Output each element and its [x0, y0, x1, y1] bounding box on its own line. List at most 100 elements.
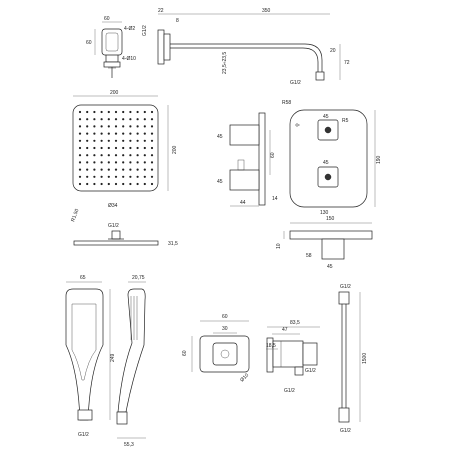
nozzle-dot	[114, 110, 118, 114]
outlet-side-view: 83,5 47 18,5 G1/2 G1/2	[266, 320, 320, 394]
dimension-label: 31,5	[168, 241, 178, 247]
nozzle-dot	[86, 154, 89, 157]
nozzle-dot	[107, 154, 110, 157]
dimension-label: 350	[262, 8, 271, 14]
nozzle-dot	[100, 182, 103, 186]
nozzle-dot	[107, 146, 110, 150]
nozzle-dot	[86, 182, 89, 186]
dimension-label: G1/2	[284, 388, 295, 394]
nozzle-dot	[114, 154, 118, 157]
dimension-label: R1,50	[70, 208, 80, 223]
nozzle-dot	[100, 168, 103, 171]
nozzle-dot	[107, 161, 110, 164]
nozzle-dot	[143, 175, 146, 178]
nozzle-dot	[143, 125, 146, 128]
nozzle-dot	[150, 182, 154, 186]
nozzle-dot	[100, 125, 103, 128]
nozzle-dot	[136, 139, 139, 142]
nozzle-dot	[107, 118, 110, 121]
nozzle-dot	[107, 168, 110, 171]
nozzle-dot	[143, 146, 146, 150]
nozzle-dot	[122, 168, 125, 171]
nozzle-dot	[122, 161, 125, 164]
nozzle-dot	[129, 182, 132, 186]
dimension-label: 60	[104, 16, 110, 22]
dimension-label: 8	[176, 18, 179, 24]
nozzle-dot	[93, 182, 96, 186]
nozzle-dot	[143, 168, 146, 171]
dimension-label: 60	[270, 152, 276, 158]
nozzle-dot	[107, 110, 110, 114]
dimension-label: 4-Ø2	[124, 26, 135, 32]
nozzle-dot	[150, 118, 154, 121]
dimension-label: 65	[80, 275, 86, 281]
nozzle-dot	[100, 161, 103, 164]
nozzle-dot	[122, 154, 125, 157]
nozzle-dot	[136, 110, 139, 114]
nozzle-dot	[114, 161, 118, 164]
dimension-label: 60	[182, 350, 188, 356]
nozzle-dot	[86, 118, 89, 121]
nozzle-dot	[107, 175, 110, 178]
nozzle-dot	[114, 146, 118, 150]
nozzle-dot	[78, 182, 82, 186]
nozzle-dot	[150, 168, 154, 171]
dimension-label: R58	[282, 100, 291, 106]
dimension-label: G1/2	[340, 428, 351, 434]
dimension-label: 20,75	[132, 275, 145, 281]
nozzle-dot	[78, 110, 82, 114]
nozzle-dot	[122, 118, 125, 121]
nozzle-dot	[100, 139, 103, 142]
nozzle-dot	[114, 125, 118, 128]
dimension-label: R5	[342, 118, 349, 124]
nozzle-dot	[122, 110, 125, 114]
nozzle-dot	[129, 161, 132, 164]
dimension-label: 60	[86, 40, 92, 46]
nozzle-dot	[129, 146, 132, 150]
nozzle-dot	[107, 125, 110, 128]
nozzle-dot	[93, 161, 96, 164]
dimension-label: 45	[323, 114, 329, 120]
nozzle-dot	[86, 125, 89, 128]
dimension-label: 83,5	[290, 320, 300, 326]
nozzle-dot	[122, 182, 125, 186]
dimension-label: 45	[217, 134, 223, 140]
wall-bracket-view: 60 60 4-Ø2 4-Ø10	[86, 16, 136, 78]
nozzle-dot	[143, 161, 146, 164]
nozzle-dot	[100, 118, 103, 121]
nozzle-dot	[150, 175, 154, 178]
nozzle-dot	[150, 125, 154, 128]
dimension-label: 20	[330, 48, 336, 54]
dimension-label: G1/2	[108, 223, 119, 229]
nozzle-dot	[143, 118, 146, 121]
dimension-label: 72	[344, 60, 350, 66]
dimension-label: 150	[326, 216, 335, 222]
nozzle-dot	[86, 175, 89, 178]
dimension-label: G1/2	[142, 25, 148, 36]
nozzle-dot	[86, 139, 89, 142]
nozzle-dot	[93, 132, 96, 135]
dimension-label: 58	[306, 253, 312, 259]
nozzle-dot	[114, 139, 118, 142]
hand-shower-side: 20,75 55,3	[116, 275, 146, 448]
dimension-label: G1/2	[305, 368, 316, 374]
nozzle-dot	[129, 125, 132, 128]
nozzle-dot	[93, 125, 96, 128]
nozzle-dot	[86, 161, 89, 164]
shower-head-view: 200 200 R1,50 Ø34 G1/2 31,5	[70, 90, 178, 247]
nozzle-dot	[143, 132, 146, 135]
nozzle-dot	[150, 146, 154, 150]
nozzle-dot	[78, 161, 82, 164]
nozzle-dot	[114, 182, 118, 186]
nozzle-dot	[78, 139, 82, 142]
valve-plate-view: R58 45 R5 45 190 130	[282, 100, 382, 216]
nozzle-dot	[93, 168, 96, 171]
nozzle-dot	[114, 175, 118, 178]
dimension-label: 60	[222, 314, 228, 320]
nozzle-dot	[136, 146, 139, 150]
nozzle-dot	[136, 161, 139, 164]
dimension-label: 10	[276, 243, 282, 249]
dimension-label: 14	[272, 196, 278, 202]
